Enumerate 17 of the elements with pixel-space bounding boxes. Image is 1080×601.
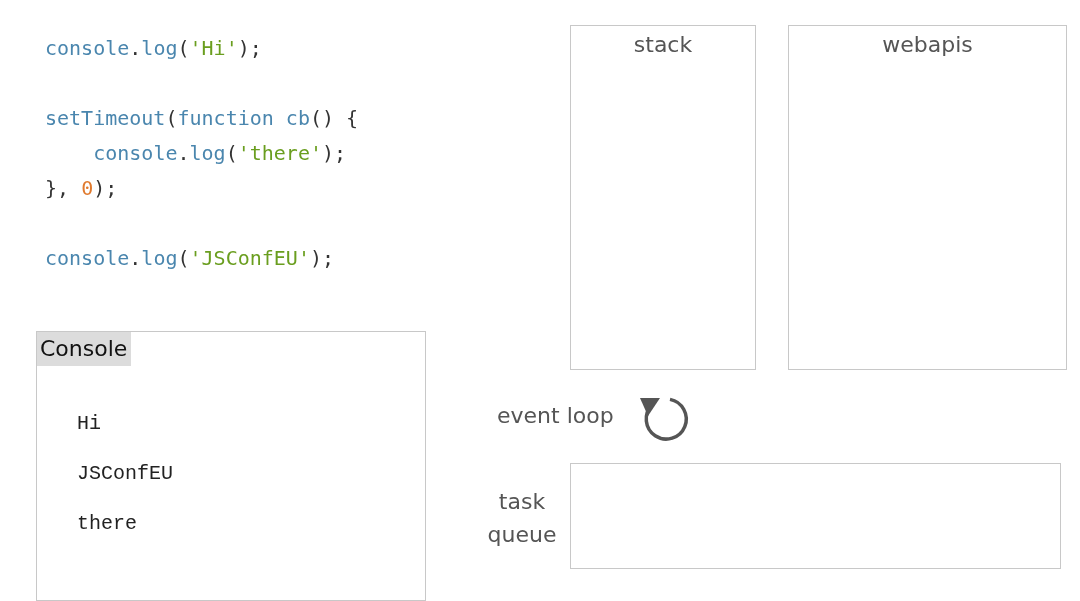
code-line: console.log('there'); <box>92 141 347 165</box>
console-output: JSConfEU <box>77 462 173 485</box>
console-output: Hi <box>77 412 101 435</box>
panel-box <box>570 463 1061 569</box>
code-line: }, 0); <box>45 176 118 200</box>
event-loop-label: event loop <box>497 403 614 428</box>
panel-box <box>788 25 1067 370</box>
panel-box <box>570 25 756 370</box>
console-output: there <box>77 512 137 535</box>
console-panel <box>36 331 426 601</box>
code-line: console.log('Hi'); <box>45 36 262 60</box>
box-heading: stack <box>632 32 694 57</box>
box-heading: webapis <box>881 32 974 57</box>
console-heading: Console <box>37 332 132 366</box>
code-line: console.log('JSConfEU'); <box>45 246 335 270</box>
code-line: setTimeout(function cb() { <box>45 106 359 130</box>
box-heading: task queue <box>486 488 558 549</box>
